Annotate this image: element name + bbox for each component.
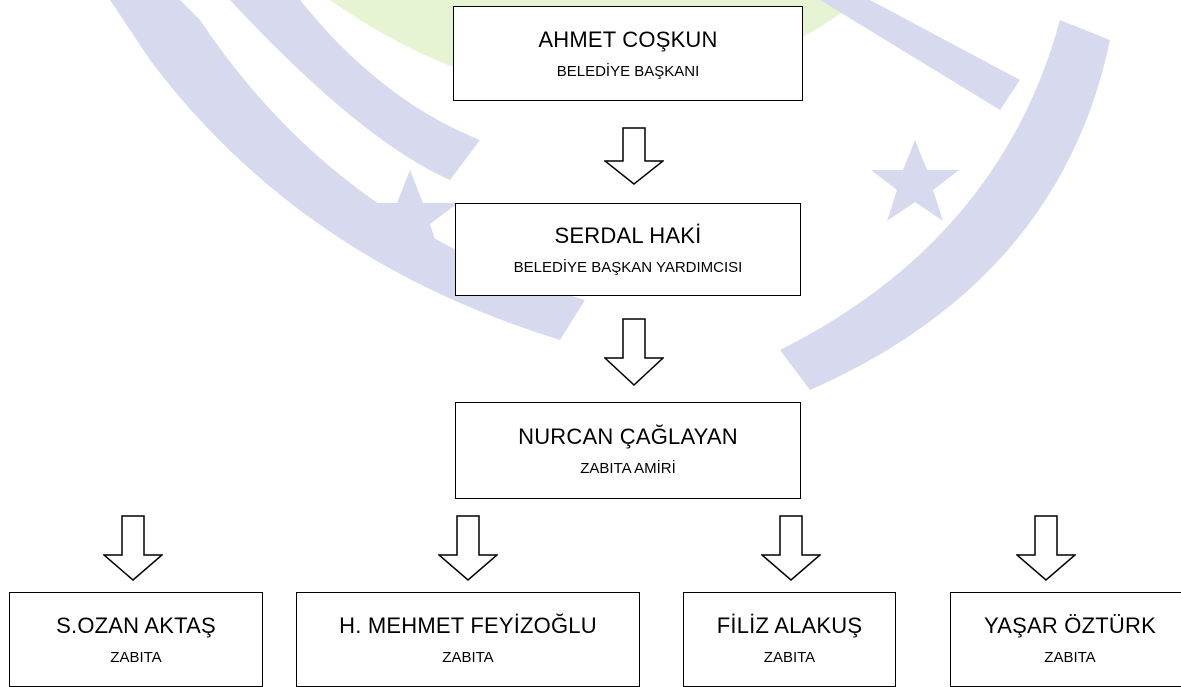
watermark-blue-band-top <box>230 0 480 180</box>
box-police-chief: NURCAN ÇAĞLAYAN ZABITA AMİRİ <box>455 402 801 499</box>
staff-title: ZABITA <box>442 648 494 666</box>
watermark-star-left <box>362 170 458 258</box>
box-staff-4: YAŞAR ÖZTÜRK ZABITA <box>950 592 1181 687</box>
staff-title: ZABITA <box>763 648 816 666</box>
box-staff-3: FİLİZ ALAKUŞ ZABITA <box>683 592 896 687</box>
mayor-name: AHMET COŞKUN <box>538 26 718 52</box>
staff-title: ZABITA <box>1044 648 1096 666</box>
down-arrow-icon <box>604 127 664 185</box>
staff-name: H. MEHMET FEYİZOĞLU <box>339 612 597 638</box>
down-arrow-icon <box>103 515 163 581</box>
staff-title: ZABITA <box>110 648 162 666</box>
staff-name: S.OZAN AKTAŞ <box>56 612 216 638</box>
down-arrow-icon <box>438 515 498 581</box>
staff-name: FİLİZ ALAKUŞ <box>716 612 863 638</box>
deputy-mayor-name: SERDAL HAKİ <box>554 222 702 248</box>
mayor-title: BELEDİYE BAŞKANI <box>556 62 700 80</box>
down-arrow-icon <box>761 515 821 581</box>
staff-name: YAŞAR ÖZTÜRK <box>984 612 1156 638</box>
deputy-mayor-title: BELEDİYE BAŞKAN YARDIMCISI <box>513 258 743 276</box>
watermark-star-right <box>871 140 959 221</box>
watermark-stripe-right <box>820 0 1020 110</box>
box-staff-1: S.OZAN AKTAŞ ZABITA <box>9 592 263 687</box>
police-chief-name: NURCAN ÇAĞLAYAN <box>518 423 738 449</box>
watermark-blue-band-right <box>780 20 1110 390</box>
police-chief-title: ZABITA AMİRİ <box>580 459 676 477</box>
down-arrow-icon <box>604 318 664 386</box>
box-staff-2: H. MEHMET FEYİZOĞLU ZABITA <box>296 592 640 687</box>
box-mayor: AHMET COŞKUN BELEDİYE BAŞKANI <box>453 6 803 101</box>
box-deputy-mayor: SERDAL HAKİ BELEDİYE BAŞKAN YARDIMCISI <box>455 203 801 296</box>
down-arrow-icon <box>1016 515 1076 581</box>
